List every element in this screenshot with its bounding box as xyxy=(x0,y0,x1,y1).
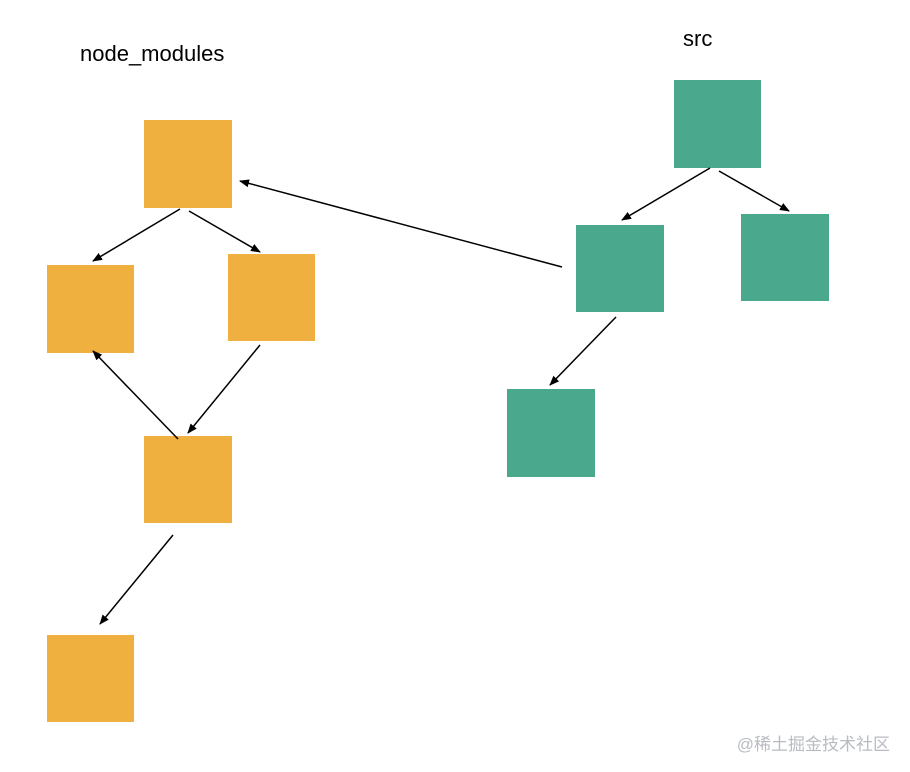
src-right-box xyxy=(741,214,829,301)
src-root-box xyxy=(674,80,761,168)
node-modules-root-box xyxy=(144,120,232,208)
node-modules-right-box xyxy=(228,254,315,341)
edge-nm-right-to-middle xyxy=(187,344,261,434)
node-modules-middle-box xyxy=(144,436,232,523)
edge-src-left-to-bottom xyxy=(549,316,617,386)
src-bottom-box xyxy=(507,389,595,477)
edge-src-root-to-left xyxy=(621,167,711,221)
src-left-box xyxy=(576,225,664,312)
node-modules-bottom-box xyxy=(47,635,134,722)
watermark: @稀土掘金技术社区 xyxy=(736,735,890,754)
edge-nm-middle-to-left xyxy=(92,350,179,440)
node-modules-left-box xyxy=(47,265,134,353)
edge-src-left-to-nm-root xyxy=(239,179,563,268)
edge-nm-root-to-right xyxy=(188,210,261,253)
node-modules-label: node_modules xyxy=(80,41,225,66)
edge-nm-root-to-left xyxy=(92,208,181,262)
src-label: src xyxy=(683,26,713,51)
edge-src-root-to-right xyxy=(718,170,790,212)
edge-nm-middle-to-bottom xyxy=(99,534,174,625)
